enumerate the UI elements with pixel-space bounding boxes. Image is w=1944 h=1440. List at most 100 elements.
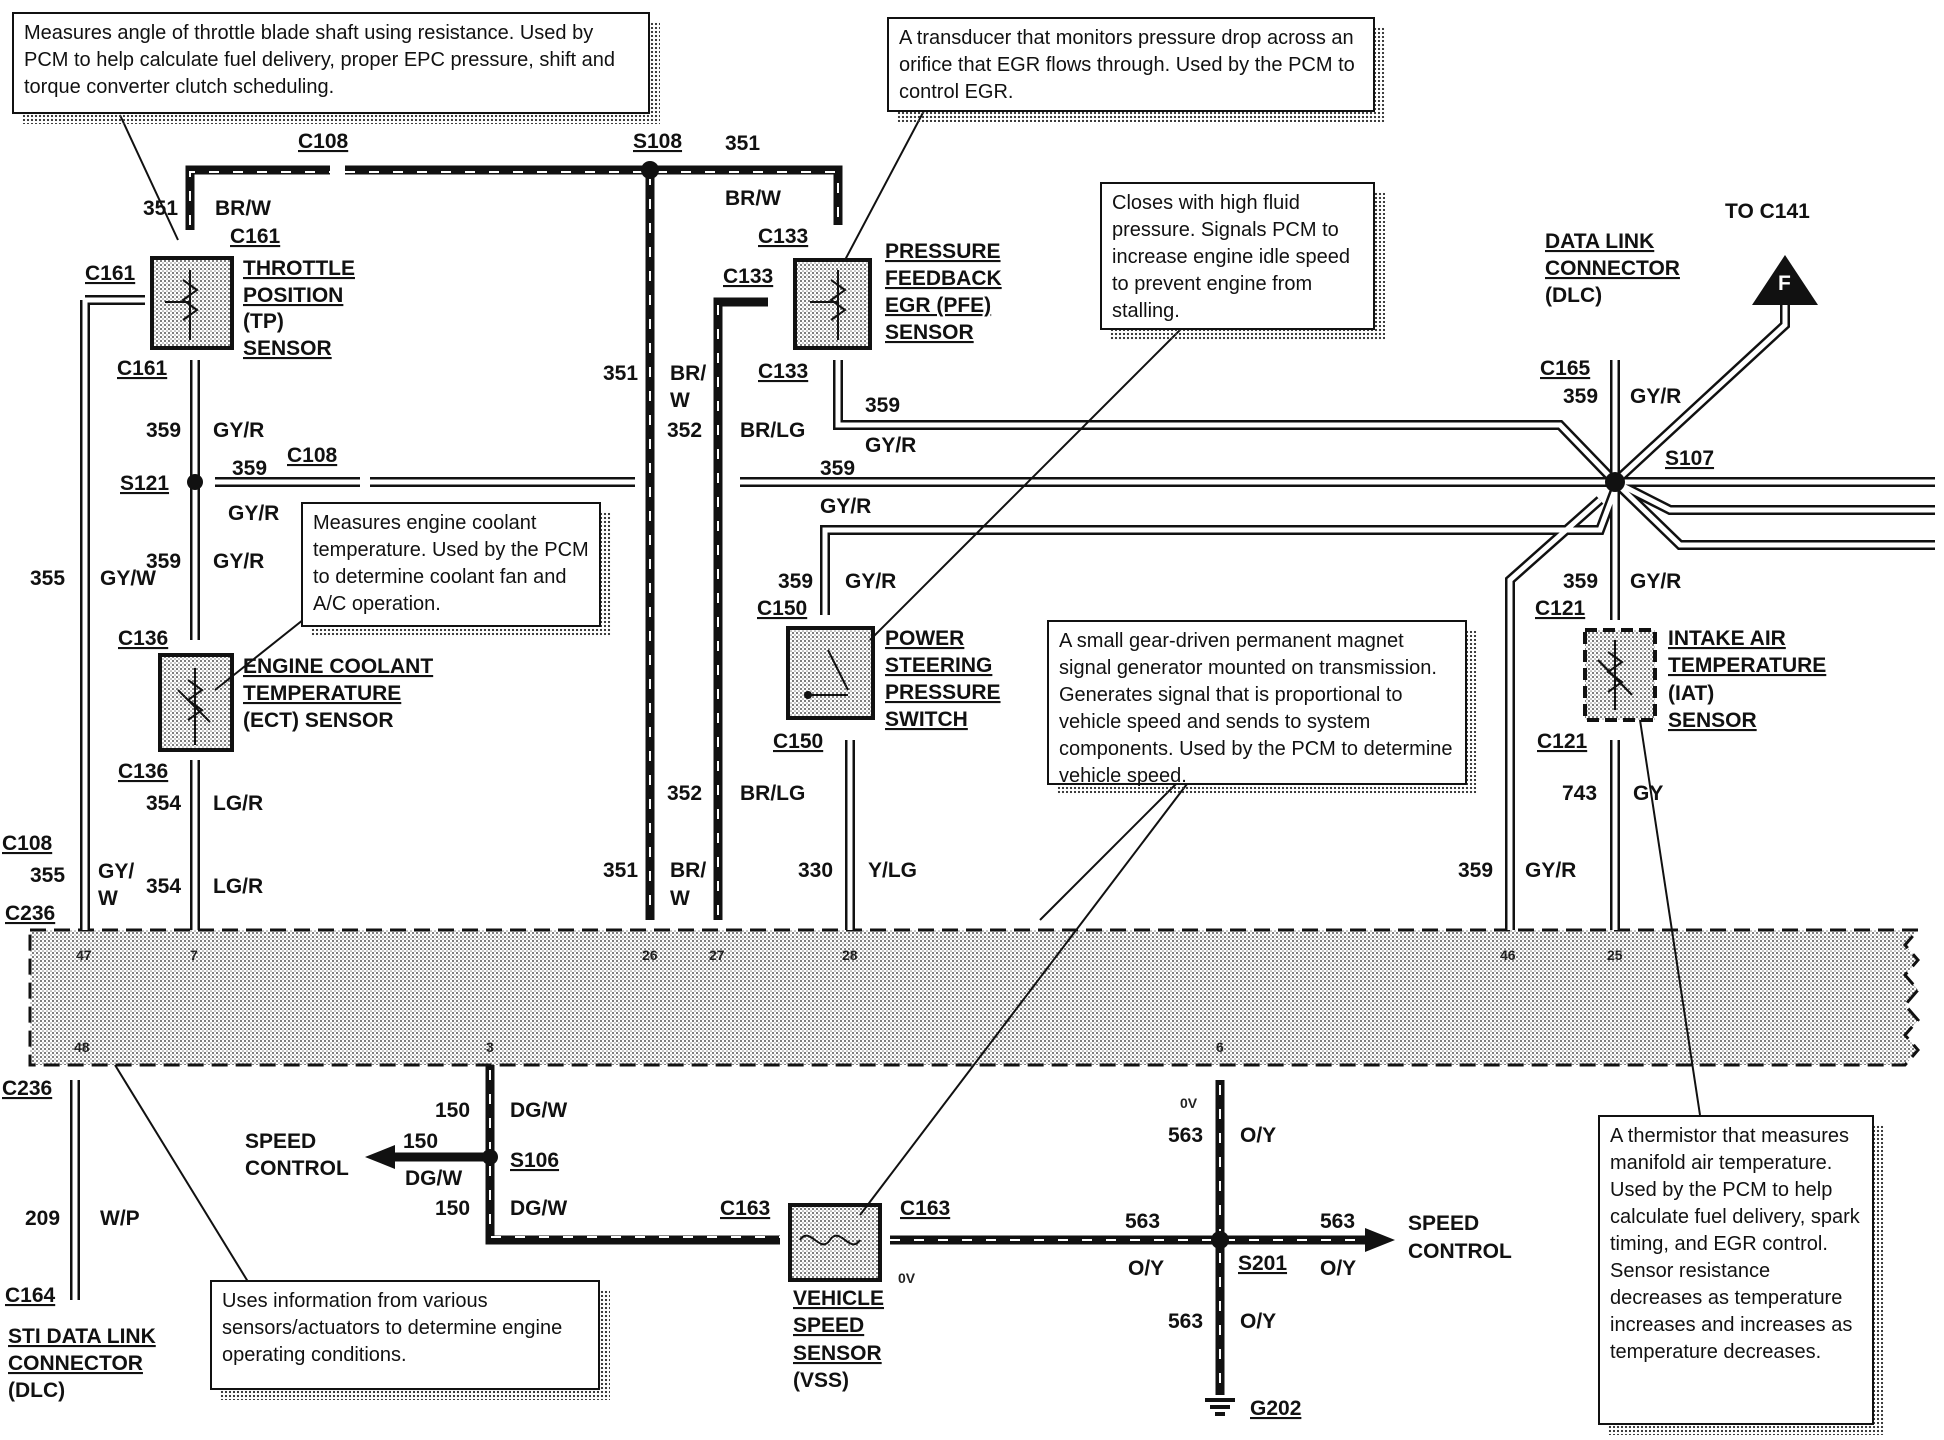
svg-text:27: 27 [709, 947, 725, 963]
svg-text:359: 359 [146, 550, 181, 573]
svg-text:26: 26 [642, 947, 658, 963]
iat-description-note: A thermistor that measures manifold air … [1598, 1115, 1874, 1425]
svg-text:359: 359 [146, 419, 181, 442]
svg-text:C136: C136 [118, 627, 168, 650]
pss-description-note: Closes with high fluid pressure. Signals… [1100, 182, 1375, 330]
svg-text:C161: C161 [85, 262, 136, 285]
svg-text:STI DATA LINK: STI DATA LINK [8, 1325, 156, 1348]
svg-text:359: 359 [820, 457, 855, 480]
svg-text:LG/R: LG/R [213, 875, 263, 898]
svg-text:GY/W: GY/W [100, 567, 156, 590]
svg-text:PRESSURE: PRESSURE [885, 240, 1001, 263]
to-c141-label: TO C141 [1725, 200, 1810, 223]
svg-text:SENSOR: SENSOR [885, 321, 974, 344]
svg-text:0V: 0V [1180, 1095, 1198, 1111]
svg-text:3: 3 [486, 1039, 494, 1055]
svg-text:W: W [670, 887, 690, 910]
svg-text:C163: C163 [720, 1197, 770, 1220]
pcm-pin-numbers: 47 7 26 27 28 46 25 48 3 6 [74, 947, 1623, 1055]
svg-text:C133: C133 [758, 225, 808, 248]
svg-text:351: 351 [725, 132, 760, 155]
svg-text:ENGINE COOLANT: ENGINE COOLANT [243, 655, 433, 678]
svg-text:SENSOR: SENSOR [1668, 709, 1757, 732]
svg-text:351: 351 [603, 362, 638, 385]
ect-sensor-label: ENGINE COOLANT TEMPERATURE (ECT) SENSOR [243, 655, 433, 732]
svg-text:28: 28 [842, 947, 858, 963]
ground-symbol [1205, 1398, 1235, 1416]
svg-text:TEMPERATURE: TEMPERATURE [1668, 654, 1826, 677]
svg-text:(IAT): (IAT) [1668, 682, 1714, 705]
svg-text:(ECT) SENSOR: (ECT) SENSOR [243, 709, 394, 732]
pcm-module [28, 928, 1922, 1067]
svg-text:352: 352 [667, 419, 702, 442]
svg-text:355: 355 [30, 567, 65, 590]
svg-text:(TP): (TP) [243, 310, 284, 333]
svg-text:355: 355 [30, 864, 65, 887]
svg-text:0V: 0V [898, 1270, 916, 1286]
svg-text:FEEDBACK: FEEDBACK [885, 267, 1002, 290]
vss-sensor-box [788, 1203, 882, 1282]
svg-text:GY/R: GY/R [213, 419, 264, 442]
svg-text:48: 48 [74, 1039, 90, 1055]
pss-switch-box [786, 626, 875, 720]
svg-text:743: 743 [1562, 782, 1597, 805]
svg-text:C165: C165 [1540, 357, 1591, 380]
svg-text:BR/LG: BR/LG [740, 782, 805, 805]
svg-text:(VSS): (VSS) [793, 1369, 849, 1392]
svg-text:O/Y: O/Y [1128, 1257, 1164, 1280]
svg-text:351: 351 [603, 859, 638, 882]
svg-text:O/Y: O/Y [1320, 1257, 1356, 1280]
svg-text:GY/: GY/ [98, 860, 134, 883]
svg-text:GY/R: GY/R [820, 495, 871, 518]
svg-text:C121: C121 [1537, 730, 1588, 753]
svg-text:BR/W: BR/W [725, 187, 781, 210]
svg-text:C133: C133 [723, 265, 773, 288]
svg-text:O/Y: O/Y [1240, 1310, 1276, 1333]
svg-text:354: 354 [146, 875, 181, 898]
svg-text:150: 150 [435, 1197, 470, 1220]
svg-text:G202: G202 [1250, 1397, 1301, 1420]
svg-text:SPEED: SPEED [1408, 1212, 1479, 1235]
tp-description-note: Measures angle of throttle blade shaft u… [12, 12, 650, 114]
svg-text:DG/W: DG/W [405, 1167, 462, 1190]
svg-text:BR/: BR/ [670, 859, 706, 882]
svg-text:SENSOR: SENSOR [793, 1342, 882, 1365]
sti-dlc-label: STI DATA LINK CONNECTOR (DLC) [8, 1325, 156, 1402]
svg-text:C161: C161 [230, 225, 281, 248]
svg-text:W/P: W/P [100, 1207, 140, 1230]
svg-text:SENSOR: SENSOR [243, 337, 332, 360]
svg-text:W: W [98, 887, 118, 910]
svg-text:S108: S108 [633, 130, 682, 153]
speed-control-left-label: SPEED CONTROL [245, 1130, 349, 1180]
svg-text:GY/R: GY/R [1630, 385, 1681, 408]
svg-text:STEERING: STEERING [885, 654, 992, 677]
svg-text:DATA LINK: DATA LINK [1545, 230, 1654, 253]
svg-text:C150: C150 [757, 597, 807, 620]
svg-text:GY/R: GY/R [865, 434, 916, 457]
svg-text:THROTTLE: THROTTLE [243, 257, 355, 280]
dlc-label: DATA LINK CONNECTOR (DLC) [1545, 230, 1680, 307]
svg-text:BR/LG: BR/LG [740, 419, 805, 442]
svg-text:W: W [670, 389, 690, 412]
svg-text:GY/R: GY/R [213, 550, 264, 573]
ect-description-note: Measures engine coolant temperature. Use… [301, 502, 601, 627]
pfe-sensor-label: PRESSURE FEEDBACK EGR (PFE) SENSOR [885, 240, 1002, 344]
tp-sensor-box [150, 256, 234, 350]
speed-control-right-label: SPEED CONTROL [1408, 1212, 1512, 1263]
svg-text:6: 6 [1216, 1039, 1224, 1055]
svg-text:Y/LG: Y/LG [868, 859, 917, 882]
svg-text:CONNECTOR: CONNECTOR [8, 1352, 143, 1375]
f-marker-triangle [1752, 255, 1818, 305]
svg-text:CONNECTOR: CONNECTOR [1545, 257, 1680, 280]
pss-switch-label: POWER STEERING PRESSURE SWITCH [885, 627, 1001, 731]
svg-text:150: 150 [403, 1130, 438, 1153]
speed-control-arrow-right [1365, 1228, 1395, 1252]
svg-text:GY/R: GY/R [1525, 859, 1576, 882]
pfe-description-note: A transducer that monitors pressure drop… [887, 17, 1375, 112]
svg-text:GY/R: GY/R [845, 570, 896, 593]
svg-text:VEHICLE: VEHICLE [793, 1287, 884, 1310]
svg-text:S107: S107 [1665, 447, 1714, 470]
svg-text:GY/R: GY/R [228, 502, 279, 525]
svg-text:POSITION: POSITION [243, 284, 343, 307]
speed-control-arrow-left [365, 1145, 395, 1169]
